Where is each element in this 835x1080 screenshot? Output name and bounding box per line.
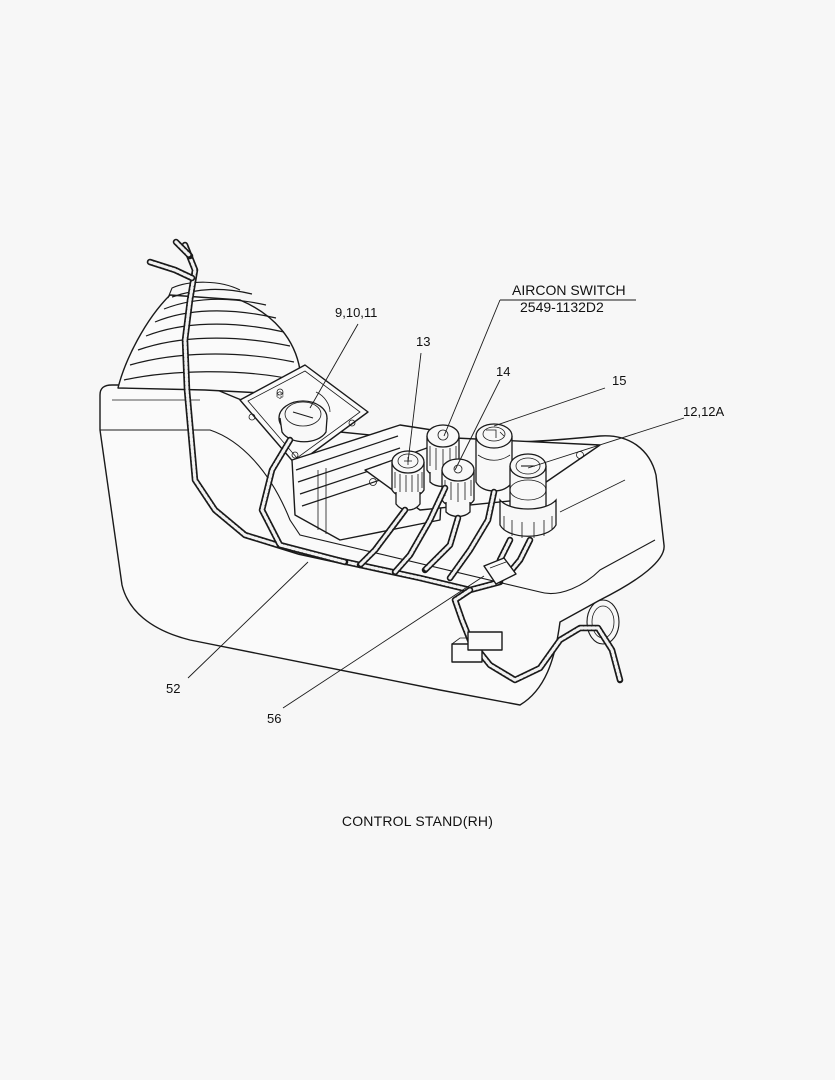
connector-blocks <box>451 631 503 663</box>
switch-13 <box>391 450 425 511</box>
callout-9-10-11: 9,10,11 <box>335 305 377 320</box>
callout-15: 15 <box>612 373 626 388</box>
leader-lines <box>187 299 685 709</box>
switch-14 <box>441 458 475 518</box>
aircon-part-number: 2549-1132D2 <box>520 299 604 315</box>
svg-text:⌬: ⌬ <box>276 390 284 400</box>
aircon-switch-label: AIRCON SWITCH <box>512 282 626 298</box>
callout-labels: AIRCON SWITCH 2549-1132D2 9,10,11 13 14 … <box>166 282 725 726</box>
rotary-switch-panel: ⌬ <box>239 364 369 466</box>
switch-15 <box>475 423 513 492</box>
key-switch-12 <box>499 453 557 538</box>
callout-14: 14 <box>496 364 510 379</box>
joystick-boot <box>117 281 301 396</box>
callout-12-12a: 12,12A <box>683 404 725 419</box>
callout-52: 52 <box>166 681 180 696</box>
callout-56: 56 <box>267 711 281 726</box>
wire-harness-52 <box>146 238 624 684</box>
figure-caption: CONTROL STAND(RH) <box>341 813 494 829</box>
connector-56 <box>483 557 517 585</box>
callout-13: 13 <box>416 334 430 349</box>
